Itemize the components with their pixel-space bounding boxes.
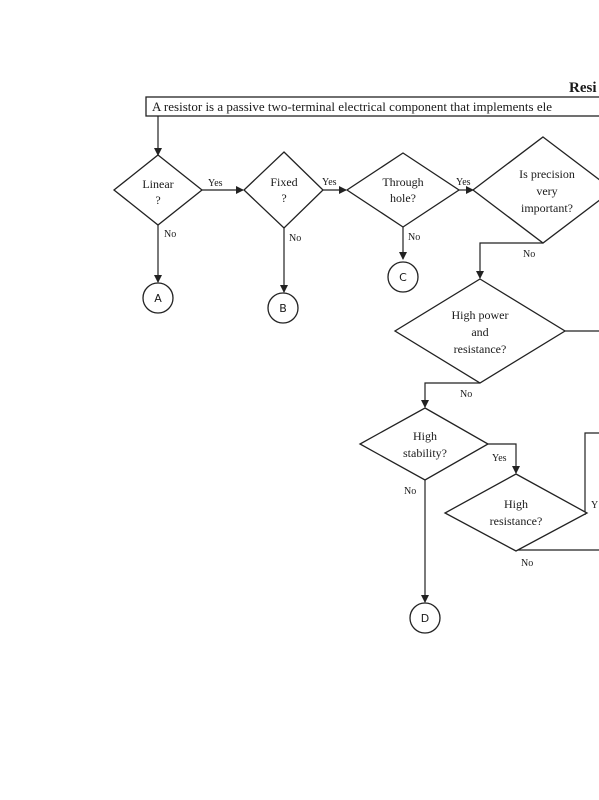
connector-c-label: C — [399, 271, 407, 284]
connector-a-label: A — [154, 292, 162, 305]
decision-high-stability: High stability? — [358, 407, 490, 481]
connector-b-label: B — [279, 302, 287, 315]
label-fixed-no: No — [289, 233, 301, 244]
label-precision-no: No — [523, 249, 535, 260]
intro-box: A resistor is a passive two-terminal ele… — [145, 96, 599, 117]
label-high-power-no: No — [460, 389, 472, 400]
decision-high-power-line1: High power — [452, 308, 509, 322]
decision-precision-line1: Is precision — [519, 167, 575, 181]
label-high-stability-yes: Yes — [492, 453, 507, 464]
decision-high-resistance: High resistance? — [443, 473, 589, 552]
decision-high-resistance-line1: High — [504, 497, 528, 511]
decision-precision: Is precision very important? — [471, 136, 599, 244]
label-high-resistance-yes: Y — [591, 500, 598, 511]
connector-c: C — [387, 261, 419, 293]
label-through-hole-yes: Yes — [456, 177, 471, 188]
decision-fixed-line1: Fixed — [270, 175, 297, 189]
connector-d: D — [409, 602, 441, 634]
arrow-precision-to-high-power — [476, 242, 543, 279]
branch-labels: Yes No Yes No Yes No No No Yes No Y No — [164, 177, 598, 569]
label-fixed-yes: Yes — [322, 177, 337, 188]
decision-fixed: Fixed ? — [243, 151, 324, 229]
decision-high-stability-line2: stability? — [403, 446, 447, 460]
label-high-resistance-no: No — [521, 558, 533, 569]
page-title: Resi — [569, 80, 597, 96]
decision-linear-line1: Linear — [142, 177, 173, 191]
decision-fixed-line2: ? — [281, 191, 286, 205]
connector-d-label: D — [421, 612, 429, 625]
decision-high-power-line2: and — [471, 325, 488, 339]
connector-b: B — [267, 292, 299, 324]
decision-high-power-line3: resistance? — [454, 342, 507, 356]
decision-through-hole-line1: Through — [382, 175, 423, 189]
label-linear-yes: Yes — [208, 178, 223, 189]
label-through-hole-no: No — [408, 232, 420, 243]
decision-through-hole-line2: hole? — [390, 191, 416, 205]
intro-text: A resistor is a passive two-terminal ele… — [152, 99, 552, 114]
decision-high-power: High power and resistance? — [393, 278, 567, 384]
decision-linear: Linear ? — [112, 154, 204, 226]
decision-high-resistance-line2: resistance? — [490, 514, 543, 528]
decision-precision-line3: important? — [521, 201, 573, 215]
flow-lines — [154, 116, 599, 603]
label-high-stability-no: No — [404, 486, 416, 497]
high-resistance-yes-exit — [584, 432, 599, 515]
decision-through-hole: Through hole? — [345, 152, 461, 228]
decision-precision-line2: very — [536, 184, 557, 198]
decision-linear-line2: ? — [155, 193, 160, 207]
decision-high-stability-line1: High — [413, 429, 437, 443]
connector-a: A — [142, 282, 174, 314]
label-linear-no: No — [164, 229, 176, 240]
arrow-high-stability-to-high-resistance — [488, 443, 520, 474]
arrow-high-power-to-high-stability — [421, 382, 480, 408]
